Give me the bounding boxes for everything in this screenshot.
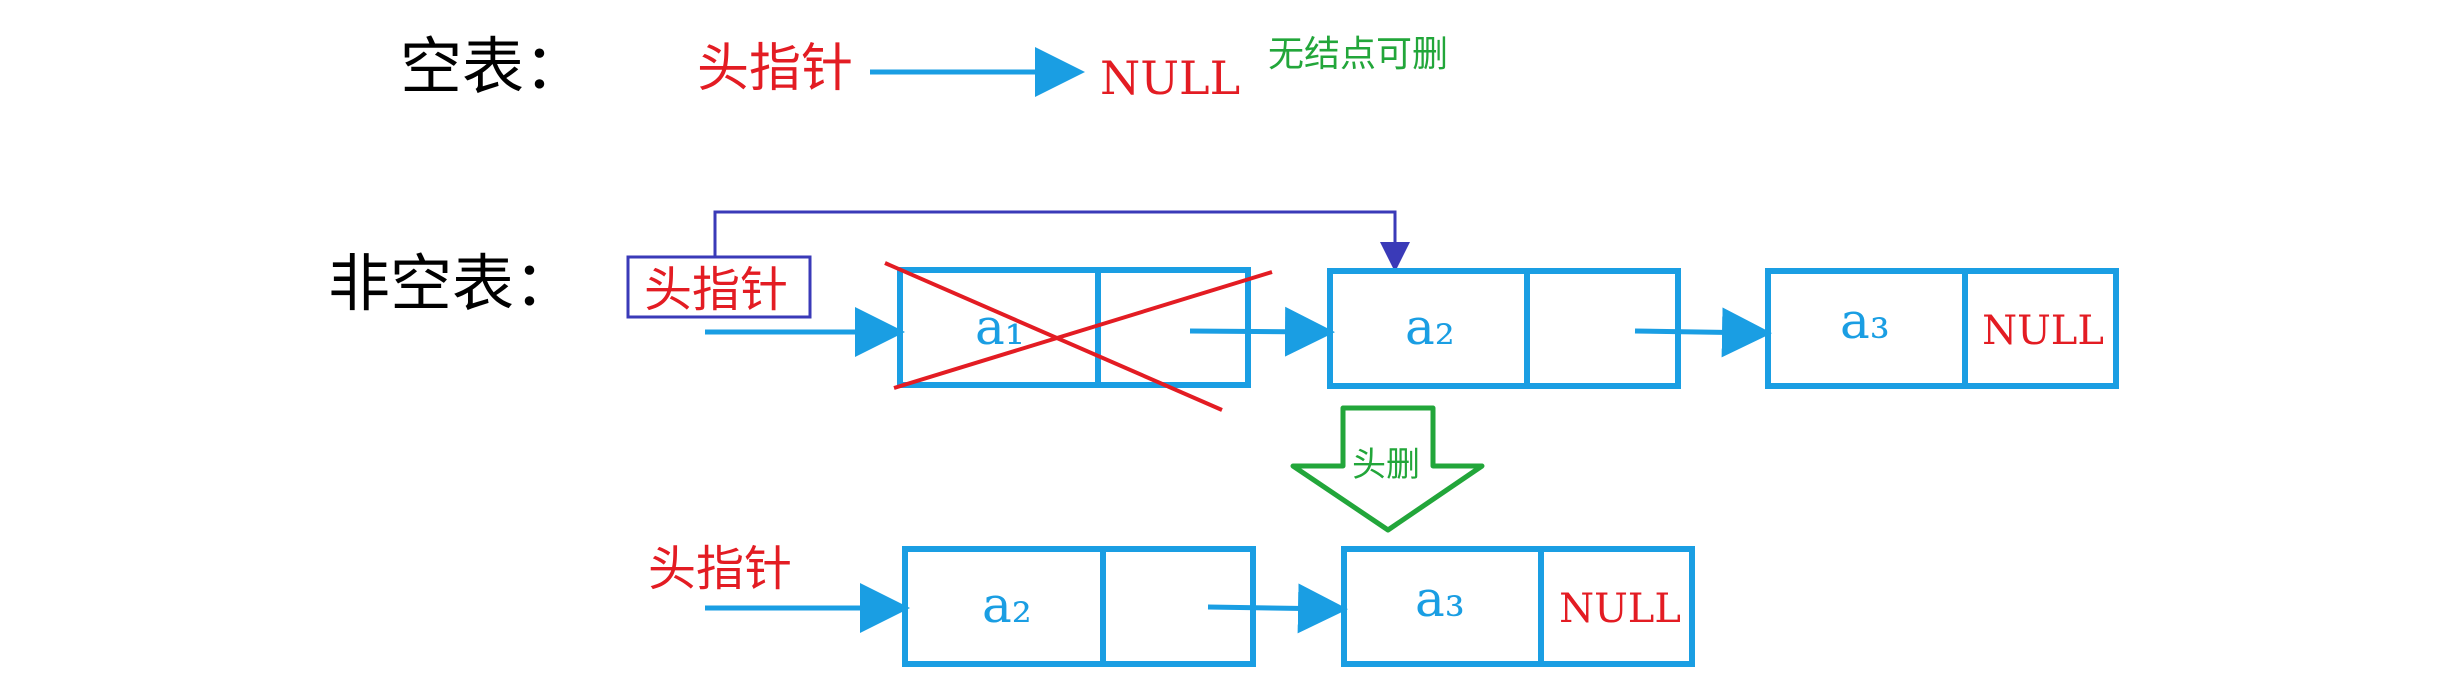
result-a2-to-a3-arrow: [1207, 583, 1348, 634]
result-head-pointer-label: 头指针: [648, 541, 792, 597]
relink-pointer-line: [713, 210, 1410, 272]
a1-to-a2-arrow: [1189, 306, 1335, 357]
nonempty-list-section: 非空表： 头指针 a₁ a₂: [328, 210, 2119, 412]
node-a3-data: a₃: [1840, 292, 1890, 350]
empty-note-text: 无结点可删: [1268, 34, 1448, 75]
result-node-a3-next: NULL: [1559, 586, 1681, 632]
node-a1: a₁: [897, 267, 1251, 388]
head-delete-operation: 头删: [1290, 405, 1485, 533]
result-node-a2-data: a₂: [982, 576, 1032, 634]
head-pointer-box: [626, 255, 812, 319]
node-a2: a₂: [1327, 268, 1681, 389]
nonempty-list-title: 非空表：: [328, 247, 576, 320]
result-node-a2-box: [902, 546, 1256, 667]
empty-null-text: NULL: [1100, 51, 1240, 105]
empty-list-title: 空表：: [400, 30, 586, 103]
delete-cross: [884, 261, 1273, 412]
node-a2-data: a₂: [1405, 298, 1455, 356]
a2-to-a3-arrow: [1634, 307, 1772, 358]
result-list-section: 头指针 a₂ a₃ NULL: [648, 541, 1695, 667]
node-a2-box: [1327, 268, 1681, 389]
node-a1-box: [897, 267, 1251, 388]
node-a3: a₃ NULL: [1765, 268, 2119, 389]
result-node-a3-box: [1341, 546, 1695, 667]
empty-head-pointer-label: 头指针: [697, 39, 853, 99]
node-a3-next: NULL: [1982, 308, 2104, 354]
empty-list-section: 空表： 头指针 NULL 无结点可删: [400, 30, 1448, 105]
result-node-a2: a₂: [902, 546, 1256, 667]
node-a3-box: [1765, 268, 2119, 389]
result-node-a3: a₃ NULL: [1341, 546, 1695, 667]
operation-label: 头删: [1352, 445, 1420, 485]
result-node-a3-data: a₃: [1415, 570, 1465, 628]
nonempty-head-pointer-label: 头指针: [644, 262, 788, 318]
down-arrow-shape: [1290, 405, 1485, 533]
